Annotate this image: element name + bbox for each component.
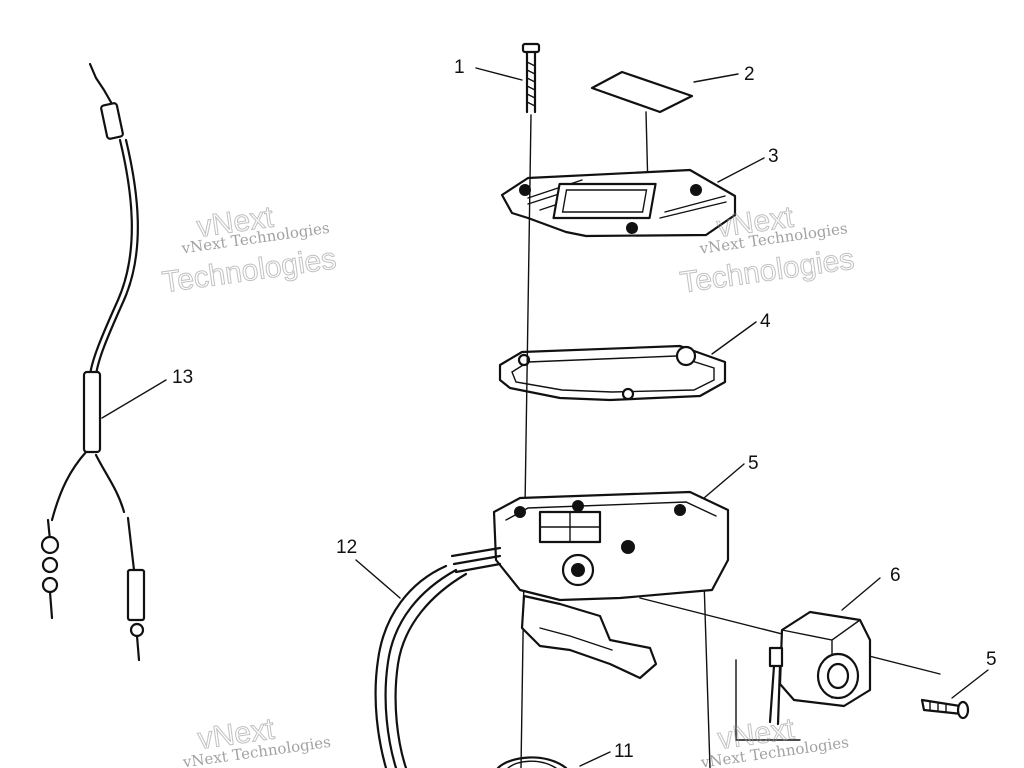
- callout-1: 1: [454, 57, 465, 78]
- screw-part-5-right: [920, 698, 970, 720]
- callout-5-right: 5: [986, 649, 997, 670]
- callout-13: 13: [172, 367, 193, 388]
- watermark-top-left: vNext vNext Technologies Technologies: [160, 200, 339, 300]
- ring-part-11: [496, 756, 568, 768]
- callout-6: 6: [890, 565, 901, 586]
- callout-11: 11: [614, 741, 634, 762]
- callout-4: 4: [760, 311, 771, 332]
- cover-plate-part-3: [500, 168, 737, 238]
- assembly-axis-lines: [520, 114, 711, 768]
- throttle-housing-part-5: [450, 490, 730, 680]
- watermark-bottom-right: vNext vNext Technologies: [699, 712, 850, 768]
- callout-labels: 1 2 3 4 5 6 5 11 12 13: [172, 57, 997, 762]
- switch-block-part-6: [735, 610, 872, 741]
- callout-3: 3: [768, 146, 779, 167]
- watermark-bottom-left: vNext vNext Technologies: [181, 712, 332, 768]
- leader-lines: [101, 67, 989, 767]
- callout-5: 5: [748, 453, 759, 474]
- wire-harness-part-12: [374, 564, 468, 768]
- throttle-cable: [40, 62, 146, 662]
- callout-12: 12: [336, 537, 357, 558]
- callout-2: 2: [744, 64, 755, 85]
- screw-part-1: [521, 42, 541, 114]
- gasket-part-4: [498, 344, 727, 402]
